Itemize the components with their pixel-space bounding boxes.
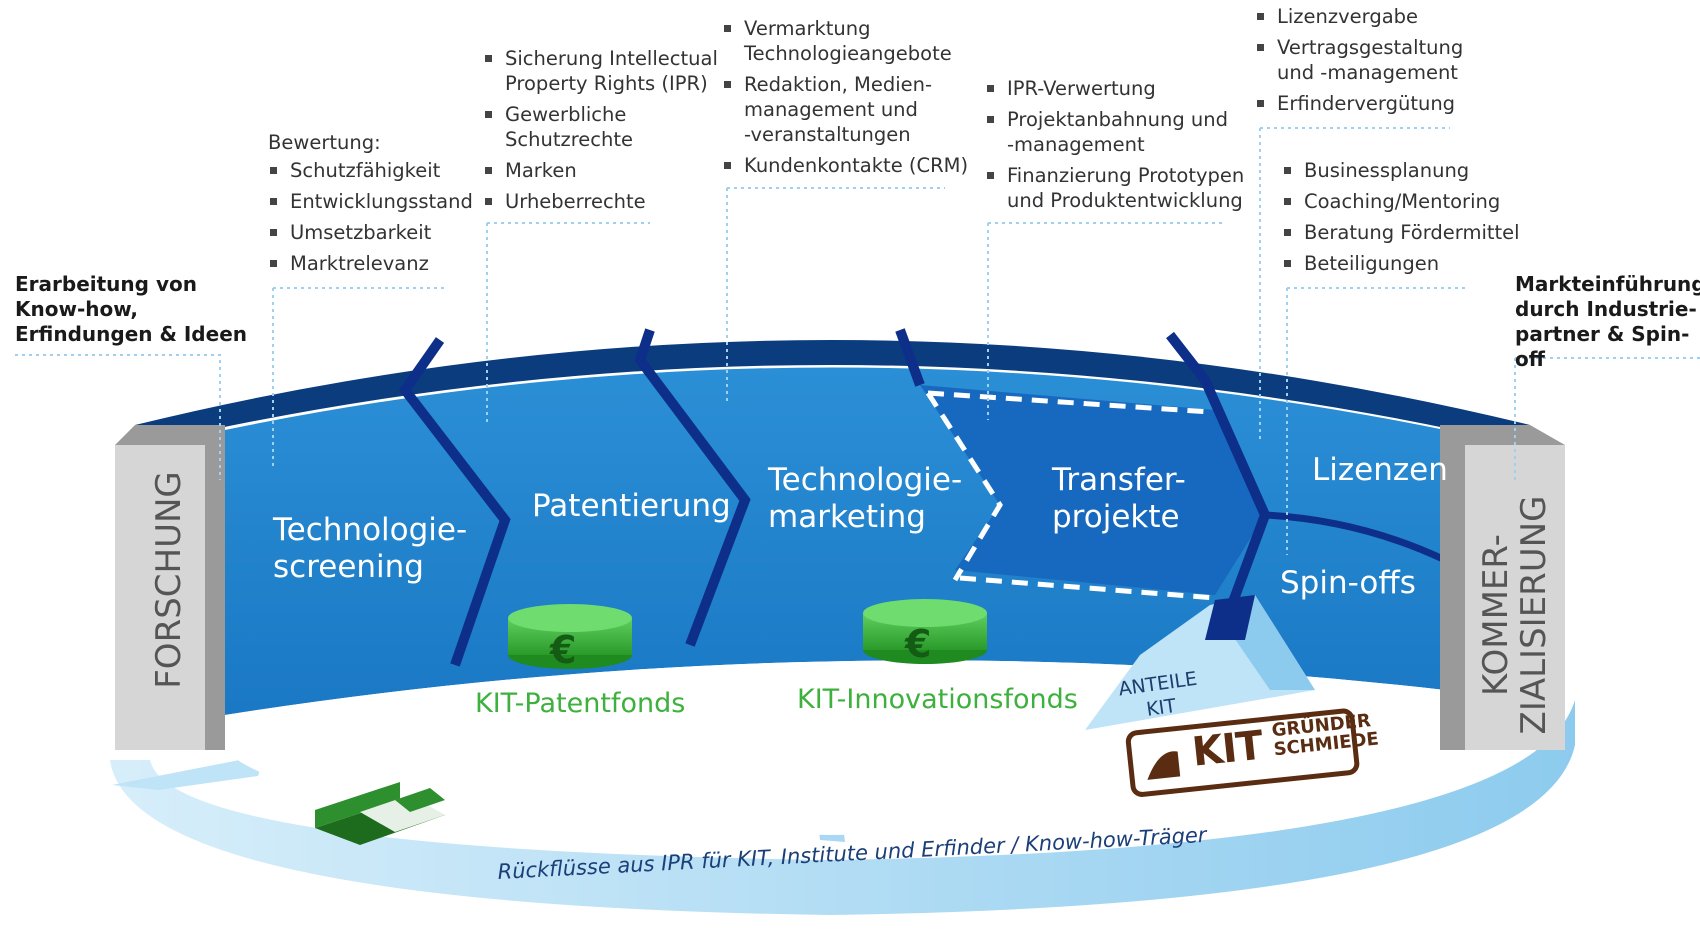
callout-transfer-list: IPR-Verwertung Projektanbahnung und -man… <box>985 76 1244 219</box>
callout-licenses-list: Lizenzvergabe Vertragsgestaltung und -ma… <box>1255 4 1463 122</box>
chevron-1 <box>398 337 511 667</box>
right-pillar <box>1465 445 1565 750</box>
stage-transferprojekte: Transfer- projekte <box>1052 462 1186 535</box>
left-pillar-edge <box>205 445 225 750</box>
leader-lines <box>15 127 1700 555</box>
list-item: Urheberrechte <box>483 189 718 214</box>
euro-icon: € <box>550 628 577 672</box>
list-item: Beratung Fördermittel <box>1282 220 1520 245</box>
list-item: Erfindervergütung <box>1255 91 1463 116</box>
list-item: Kundenkontakte (CRM) <box>722 153 968 178</box>
stage-lizenzen: Lizenzen <box>1312 452 1448 488</box>
logo-wordmark: GRÜNDER SCHMIEDE <box>1271 710 1380 760</box>
list-item: Coaching/Mentoring <box>1282 189 1520 214</box>
shares-wedge-dark <box>1205 595 1255 640</box>
gruenderschmiede-logo <box>1125 708 1360 797</box>
transfer-dashed-chevron <box>925 391 1003 582</box>
stage-patentierung: Patentierung <box>532 488 731 524</box>
list-item: Entwicklungsstand <box>268 189 473 214</box>
callout-marketing-list: Vermarktung Technologieangebote Redaktio… <box>722 16 968 184</box>
list-item: Vermarktung Technologieangebote <box>722 16 968 66</box>
callout-spinoffs-list: Businessplanung Coaching/Mentoring Berat… <box>1282 158 1520 282</box>
list-item: Projektanbahnung und -management <box>985 107 1244 157</box>
innovation-fund-coin <box>863 599 987 664</box>
return-flow-arrowhead <box>112 755 265 790</box>
return-flow-ring <box>110 700 1575 915</box>
stage-spinoffs: Spin-offs <box>1280 565 1416 601</box>
list-item: Finanzierung Prototypen und Produktentwi… <box>985 163 1244 213</box>
license-spinoff-divider <box>1264 511 1447 564</box>
innovation-fund-label: KIT-Innovationsfonds <box>797 684 1078 715</box>
list-item: Redaktion, Medien- management und -veran… <box>722 72 968 147</box>
right-pillar-edge <box>1440 425 1465 750</box>
list-item: Umsetzbarkeit <box>268 220 473 245</box>
callout-screening-list: Schutzfähigkeit Entwicklungsstand Umsetz… <box>268 158 473 282</box>
list-item: Gewerbliche Schutzrechte <box>483 102 718 152</box>
cylinder-top-rim <box>135 340 1530 430</box>
left-side-label: Erarbeitung von Know-how, Erfindungen & … <box>15 272 247 346</box>
right-pillar-top <box>1440 425 1565 445</box>
list-item: Marken <box>483 158 718 183</box>
patent-fund-coin <box>508 604 632 669</box>
transfer-panel <box>920 385 1265 595</box>
list-item: Schutzfähigkeit <box>268 158 473 183</box>
list-item: Businessplanung <box>1282 158 1520 183</box>
euro-icon: € <box>905 622 932 666</box>
pillar-label-forschung: FORSCHUNG <box>149 471 189 689</box>
stage-technologiemarketing: Technologie- marketing <box>768 462 963 535</box>
chevron-3 <box>895 328 925 387</box>
transfer-dashed-bottom <box>959 575 1216 601</box>
list-item: IPR-Verwertung <box>985 76 1244 101</box>
list-item: Sicherung Intellectual Property Rights (… <box>483 46 718 96</box>
list-item: Marktrelevanz <box>268 251 473 276</box>
logo-kit: KIT <box>1190 722 1265 776</box>
patent-fund-label: KIT-Patentfonds <box>475 688 686 719</box>
list-item: Beteiligungen <box>1282 251 1520 276</box>
chevron-4 <box>1166 331 1271 612</box>
callout-screening-header: Bewertung: <box>268 131 381 154</box>
callout-patent-list: Sicherung Intellectual Property Rights (… <box>483 46 718 220</box>
money-bills-icon <box>315 782 445 845</box>
right-side-label: Markteinführung durch Industrie- partner… <box>1515 272 1700 371</box>
left-pillar-top <box>115 425 225 445</box>
list-item: Lizenzvergabe <box>1255 4 1463 29</box>
stage-technologiescreening: Technologie- screening <box>273 512 468 585</box>
chevron-2 <box>634 328 751 647</box>
transfer-dashed-top <box>927 390 1211 415</box>
list-item: Vertragsgestaltung und -management <box>1255 35 1463 85</box>
pillar-label-kommerzialisierung: KOMMER- ZIALISIERUNG <box>1476 495 1554 735</box>
